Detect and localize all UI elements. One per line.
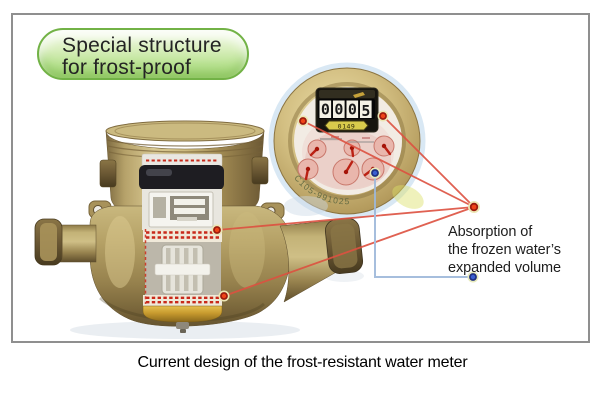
- dial-shadow: [284, 196, 328, 216]
- callout-line2: the frozen water’s: [448, 242, 561, 258]
- outlet-pipe: [279, 218, 364, 303]
- drain-plug: [176, 322, 189, 329]
- counter-subplate: [324, 120, 369, 131]
- meter-body: [34, 120, 364, 339]
- upper-seal-band: [143, 229, 222, 242]
- marker-red-counter-left: [297, 115, 309, 127]
- marker-red-lower-seal: [218, 290, 230, 302]
- badge-line1: Special structure: [62, 34, 222, 57]
- dial-reflection: [392, 185, 424, 209]
- callout-markers: [211, 110, 480, 302]
- leader-line-blue: [374, 173, 473, 278]
- maker-logo: [353, 92, 365, 98]
- inlet-pipe: [34, 218, 97, 266]
- leader-line-red: [382, 115, 475, 208]
- callout-line1: Absorption of: [448, 224, 533, 240]
- counter-digit: 0: [334, 101, 343, 119]
- lower-seal-band: [143, 295, 222, 306]
- counter-digit: 5: [361, 102, 370, 120]
- callout-line3: expanded volume: [448, 260, 561, 276]
- side-clip: [251, 156, 269, 185]
- side-clip: [99, 159, 117, 188]
- marker-red-convergence: [468, 201, 480, 213]
- register-cap: [139, 165, 224, 190]
- dial-glass-ring: [268, 62, 426, 220]
- marker-blue-endpoint: [467, 271, 479, 283]
- marker-red-upper-seal: [211, 224, 223, 236]
- counter-digit: 0: [321, 101, 330, 119]
- figure-caption: Current design of the frost-resistant wa…: [137, 354, 468, 371]
- counter-digit: 0: [348, 101, 357, 119]
- counter-sublabel: 0149: [338, 122, 356, 130]
- leader-line-red: [302, 120, 475, 208]
- marker-red-counter-right: [377, 110, 389, 122]
- badge-line2: for frost-proof: [62, 56, 192, 79]
- expansion-plate: [142, 305, 223, 323]
- register-counter: 0 0 0 5 0149: [315, 87, 379, 133]
- leader-line-red: [216, 206, 475, 231]
- callout-lines: [216, 115, 475, 297]
- marker-blue-dial: [369, 167, 381, 179]
- cutaway-section: [139, 153, 224, 333]
- frost-proof-badge: Special structure for frost-proof: [37, 28, 249, 80]
- meter-dial: C105-991025 0 0 0 5 0149: [268, 62, 426, 220]
- leader-line-red: [223, 206, 475, 297]
- absorption-callout: Absorption of the frozen water’s expande…: [448, 223, 561, 277]
